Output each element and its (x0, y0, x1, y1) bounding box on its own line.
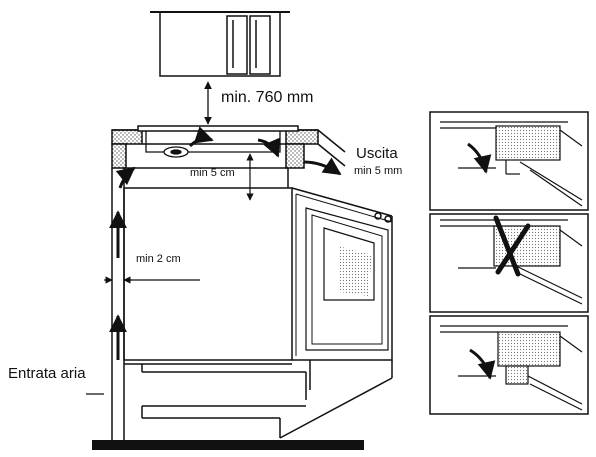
top-gap-label: min 5 cm (190, 167, 235, 179)
oven (123, 187, 393, 439)
clearance-above-label: min. 760 mm (221, 89, 314, 106)
outlet-label: Uscita (356, 145, 398, 162)
air-inlet-label: Entrata aria (8, 365, 86, 382)
hob (145, 131, 281, 158)
worktop (111, 125, 346, 169)
floor (92, 440, 364, 450)
wall-cabinet (150, 11, 290, 77)
panel-correct-1 (429, 111, 589, 211)
side-gap-label: min 2 cm (136, 253, 181, 265)
outlet-gap-label: min 5 mm (354, 165, 403, 177)
panel-correct-2 (429, 315, 589, 415)
airflow-arrows (109, 126, 342, 360)
panel-incorrect (429, 213, 589, 313)
cross-mark (493, 215, 531, 277)
kitchen-cabinet (111, 167, 289, 446)
